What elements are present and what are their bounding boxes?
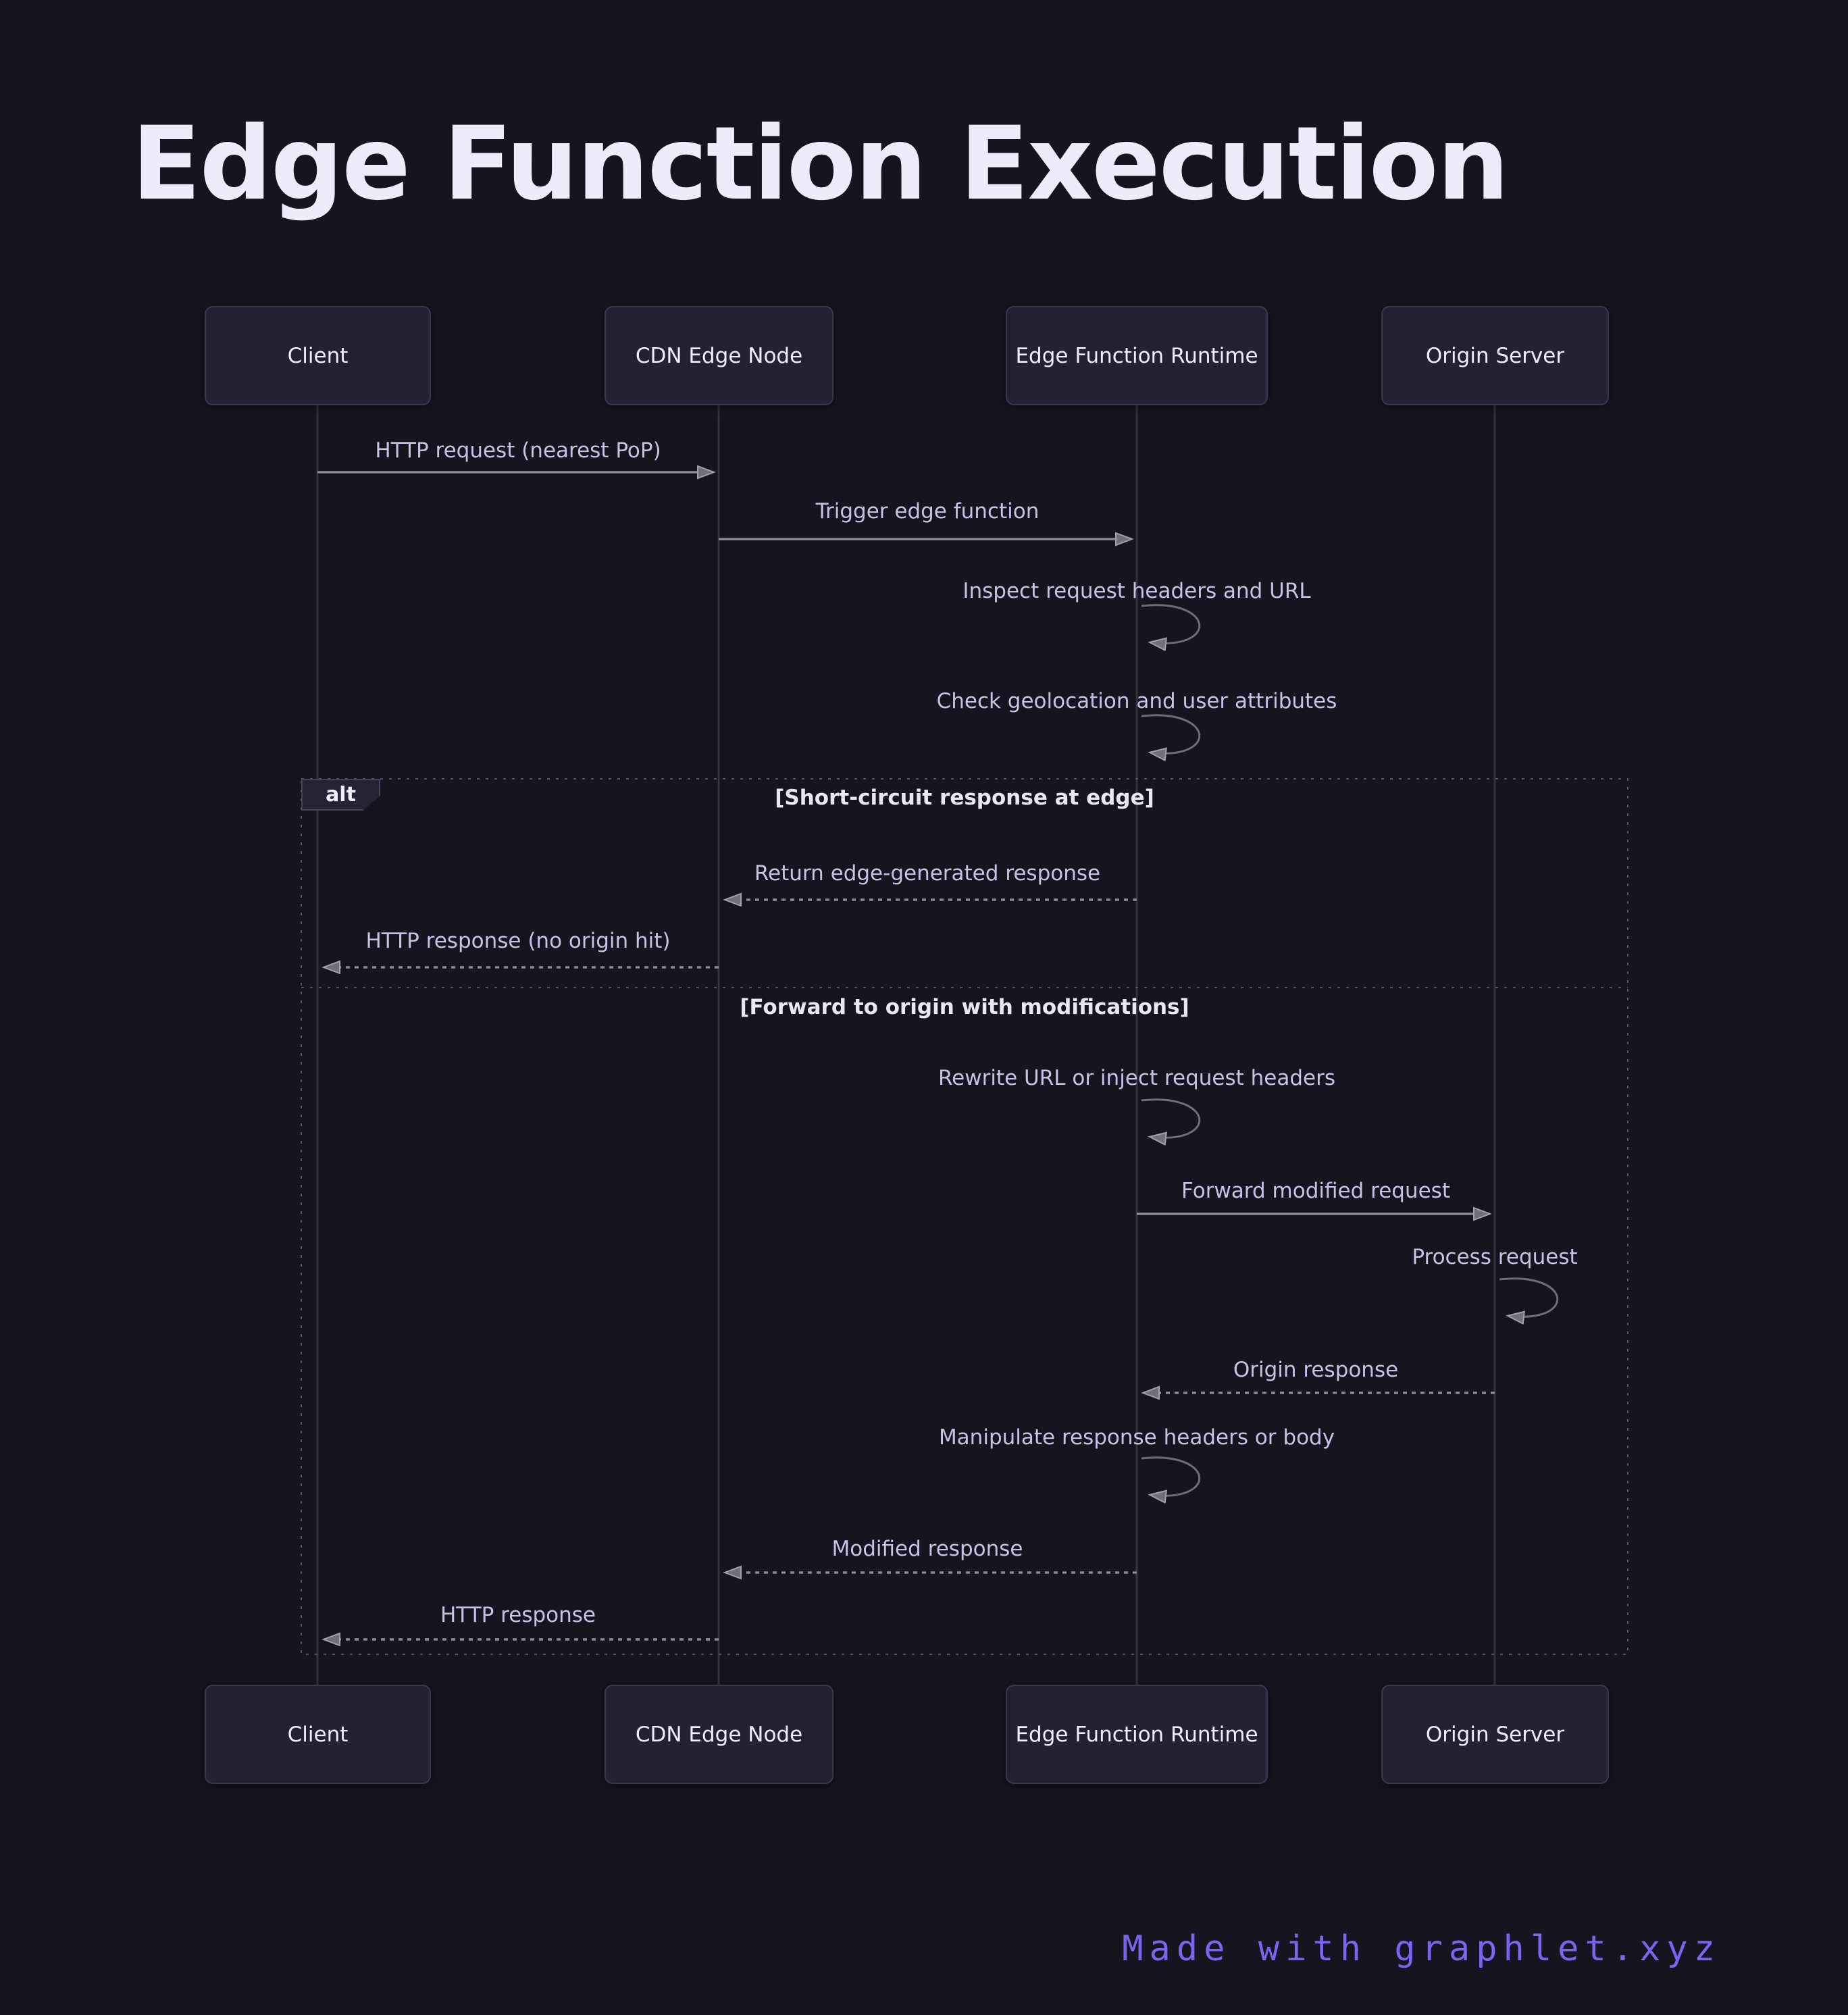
message-label: HTTP response xyxy=(440,1603,596,1627)
selfloop-process-request xyxy=(1499,1277,1559,1317)
participant-label: CDN Edge Node xyxy=(635,1722,803,1747)
alt-operator-label: alt xyxy=(326,783,356,807)
participant-label: Client xyxy=(287,343,349,368)
message-label: Forward modified request xyxy=(1181,1179,1450,1203)
selfloop-check-geolocation xyxy=(1141,714,1201,754)
alt-condition-label: [Forward to origin with modifications] xyxy=(740,995,1189,1019)
message-label: Origin response xyxy=(1233,1358,1399,1382)
message-label: Trigger edge function xyxy=(815,499,1040,524)
selfloop-inspect-request xyxy=(1141,604,1201,644)
participant-cdn-edge-node-bottom: CDN Edge Node xyxy=(605,1685,833,1784)
participant-edge-function-runtime-top: Edge Function Runtime xyxy=(1006,306,1268,405)
diagram-title: Edge Function Execution xyxy=(132,105,1509,223)
participant-client-bottom: Client xyxy=(205,1685,431,1784)
participant-cdn-edge-node-top: CDN Edge Node xyxy=(605,306,833,405)
message-label: HTTP request (nearest PoP) xyxy=(375,438,661,463)
participant-label: Edge Function Runtime xyxy=(1015,343,1258,368)
message-label: Process request xyxy=(1412,1245,1578,1269)
credit-text: Made with graphlet.xyz xyxy=(1122,1929,1721,1969)
message-label: Check geolocation and user attributes xyxy=(936,689,1337,713)
participant-client-top: Client xyxy=(205,306,431,405)
selfloop-manipulate-response xyxy=(1141,1456,1201,1496)
participant-origin-server-top: Origin Server xyxy=(1381,306,1609,405)
participant-label: Edge Function Runtime xyxy=(1015,1722,1258,1747)
participant-label: Origin Server xyxy=(1425,343,1565,368)
selfloop-rewrite-url xyxy=(1141,1098,1201,1138)
participant-label: Origin Server xyxy=(1425,1722,1565,1747)
message-label: Manipulate response headers or body xyxy=(938,1425,1335,1450)
message-label: Inspect request headers and URL xyxy=(962,579,1311,603)
message-label: Modified response xyxy=(831,1537,1023,1561)
alt-fragment-border xyxy=(301,778,1628,1655)
alt-operator-tab: alt xyxy=(301,779,380,811)
participant-label: CDN Edge Node xyxy=(635,343,803,368)
participant-origin-server-bottom: Origin Server xyxy=(1381,1685,1609,1784)
participant-label: Client xyxy=(287,1722,349,1747)
message-label: HTTP response (no origin hit) xyxy=(365,929,671,953)
participant-edge-function-runtime-bottom: Edge Function Runtime xyxy=(1006,1685,1268,1784)
message-label: Rewrite URL or inject request headers xyxy=(938,1066,1335,1090)
message-label: Return edge-generated response xyxy=(754,861,1101,886)
alt-condition-label: [Short-circuit response at edge] xyxy=(775,786,1154,810)
